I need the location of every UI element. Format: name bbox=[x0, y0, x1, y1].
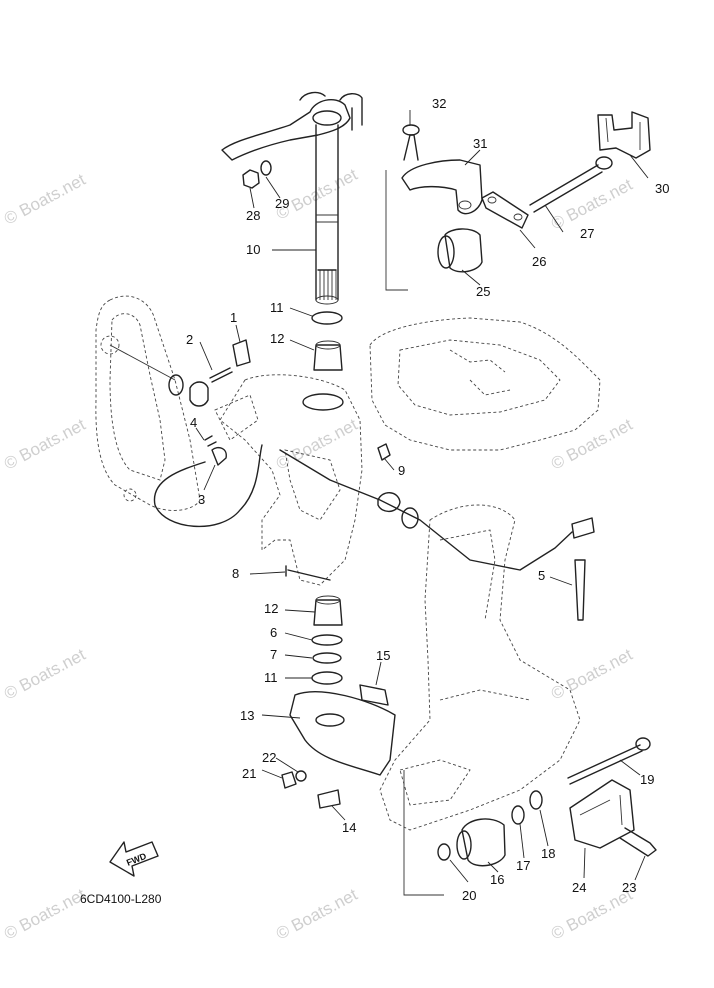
callout-11-upper: 11 bbox=[270, 300, 284, 315]
watermark-text: © Boats.net bbox=[1, 885, 89, 944]
callout-10: 10 bbox=[246, 242, 260, 257]
callout-3: 3 bbox=[198, 492, 205, 507]
callout-26: 26 bbox=[532, 254, 546, 269]
callout-8: 8 bbox=[232, 566, 239, 581]
callout-6: 6 bbox=[270, 625, 277, 640]
watermark-text: © Boats.net bbox=[548, 175, 636, 234]
callout-18: 18 bbox=[541, 846, 555, 861]
callout-4: 4 bbox=[190, 415, 197, 430]
callout-9: 9 bbox=[398, 463, 405, 478]
callout-32: 32 bbox=[432, 96, 446, 111]
callout-30: 30 bbox=[655, 181, 669, 196]
callout-2: 2 bbox=[186, 332, 193, 347]
callout-numbers: 32 31 30 27 26 25 29 28 10 11 12 1 2 4 3… bbox=[186, 96, 669, 903]
watermark-text: © Boats.net bbox=[548, 415, 636, 474]
callout-31: 31 bbox=[473, 136, 487, 151]
fwd-arrow: FWD bbox=[109, 841, 159, 877]
lower-mount-parts bbox=[281, 595, 657, 867]
callout-12-upper: 12 bbox=[270, 331, 284, 346]
callout-14: 14 bbox=[342, 820, 356, 835]
clamp-bracket-center bbox=[214, 374, 363, 586]
watermark-text: © Boats.net bbox=[1, 170, 89, 229]
callout-27: 27 bbox=[580, 226, 594, 241]
callout-29: 29 bbox=[275, 196, 289, 211]
callout-24: 24 bbox=[572, 880, 586, 895]
watermark-text: © Boats.net bbox=[1, 645, 89, 704]
fwd-label: FWD bbox=[125, 851, 148, 868]
callout-22: 22 bbox=[262, 750, 276, 765]
callout-17: 17 bbox=[516, 858, 530, 873]
watermark-text: © Boats.net bbox=[1, 415, 89, 474]
callout-23: 23 bbox=[622, 880, 636, 895]
callout-19: 19 bbox=[640, 772, 654, 787]
diagram-code: 6CD4100-L280 bbox=[80, 892, 162, 906]
callout-7: 7 bbox=[270, 647, 277, 662]
steering-arm-and-shaft bbox=[221, 91, 363, 305]
callout-11-lower: 11 bbox=[264, 670, 278, 685]
watermark-text: © Boats.net bbox=[273, 415, 361, 474]
swivel-bracket-left bbox=[95, 295, 201, 511]
wiring-harness bbox=[153, 444, 595, 571]
watermark-text: © Boats.net bbox=[548, 645, 636, 704]
engine-lower-case bbox=[369, 317, 601, 451]
callout-1: 1 bbox=[230, 310, 237, 325]
callout-leaders bbox=[195, 110, 649, 883]
upper-mount-parts bbox=[385, 111, 651, 291]
callout-16: 16 bbox=[490, 872, 504, 887]
lower-casing bbox=[379, 504, 581, 896]
callout-13: 13 bbox=[240, 708, 254, 723]
callout-5: 5 bbox=[538, 568, 545, 583]
callout-21: 21 bbox=[242, 766, 256, 781]
small-parts-upper bbox=[168, 311, 419, 581]
watermarks: © Boats.net © Boats.net © Boats.net © Bo… bbox=[1, 165, 636, 944]
callout-20: 20 bbox=[462, 888, 476, 903]
callout-25: 25 bbox=[476, 284, 490, 299]
callout-15: 15 bbox=[376, 648, 390, 663]
watermark-text: © Boats.net bbox=[273, 885, 361, 944]
callout-28: 28 bbox=[246, 208, 260, 223]
callout-12-lower: 12 bbox=[264, 601, 278, 616]
